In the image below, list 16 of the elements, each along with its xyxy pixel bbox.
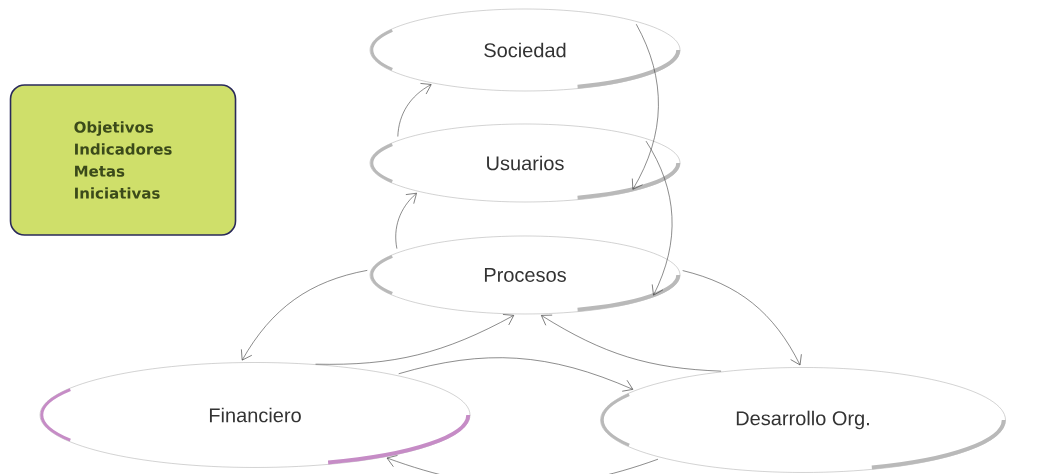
arrow: [395, 192, 417, 249]
arrow: [682, 270, 802, 366]
arrow: [386, 455, 659, 474]
arrow: [645, 140, 673, 296]
ellipse-node: Desarrollo Org.: [600, 367, 1006, 473]
arrow: [398, 357, 634, 392]
arrow: [241, 270, 368, 361]
arrow: [541, 314, 722, 372]
arrow: [397, 83, 432, 137]
arrow: [632, 23, 659, 190]
arrow: [315, 314, 515, 365]
ellipse-node: Procesos: [369, 235, 681, 315]
ellipse-node: Financiero: [39, 362, 471, 468]
ellipse-node: Usuarios: [369, 123, 681, 203]
ellipse-node: Sociedad: [369, 8, 681, 92]
text-box: Objetivos Indicadores Metas Iniciativas: [9, 84, 237, 236]
